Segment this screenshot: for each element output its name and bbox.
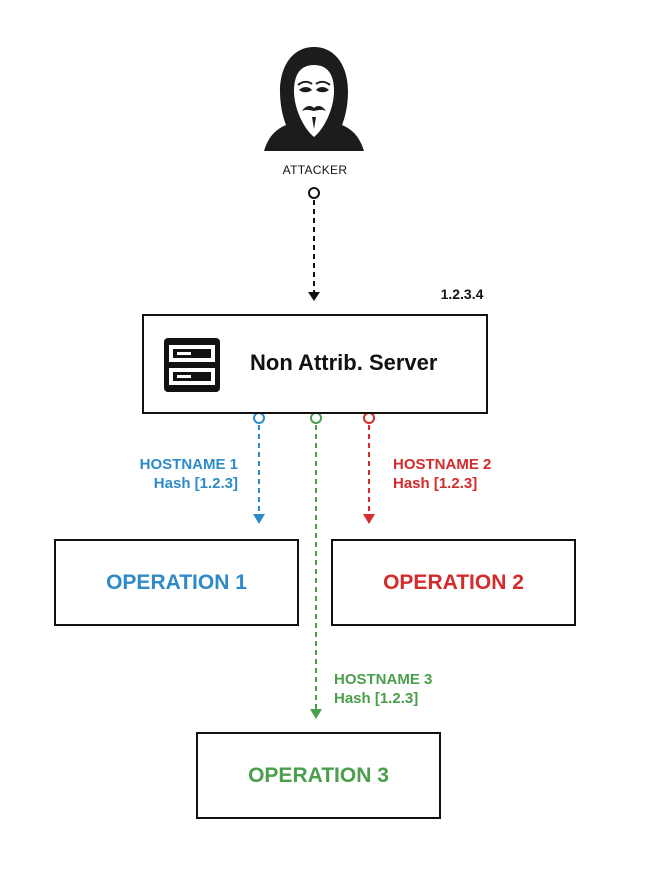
hostname-3-name: HOSTNAME 3	[334, 671, 433, 688]
operation-2-label: OPERATION 2	[383, 570, 524, 594]
operation-1-box: OPERATION 1	[54, 539, 299, 626]
attacker-label: ATTACKER	[282, 163, 348, 177]
server-label: Non Attrib. Server	[250, 350, 438, 375]
hostname-1-arrowhead	[253, 514, 265, 524]
operation-3-label: OPERATION 3	[248, 763, 389, 787]
hostname-3-hash: Hash [1.2.3]	[334, 690, 419, 707]
attacker-endpoint	[308, 187, 320, 199]
hostname-2-endpoint	[363, 412, 375, 424]
operation-2-box: OPERATION 2	[331, 539, 576, 626]
hostname-3-label: HOSTNAME 3 Hash [1.2.3]	[334, 670, 432, 708]
hostname-2-label: HOSTNAME 2 Hash [1.2.3]	[393, 455, 491, 493]
hostname-1-name: HOSTNAME 1	[139, 456, 238, 473]
attacker-arrowhead	[308, 292, 320, 301]
hostname-1-hash: Hash [1.2.3]	[153, 475, 238, 492]
hostname-3-endpoint	[310, 412, 322, 424]
hostname-1-label: HOSTNAME 1 Hash [1.2.3]	[110, 455, 238, 493]
server-rack-icon	[164, 338, 220, 392]
server-box	[142, 314, 488, 414]
server-ip-address: 1.2.3.4	[440, 286, 484, 302]
hostname-1-endpoint	[253, 412, 265, 424]
hostname-2-arrowhead	[363, 514, 375, 524]
operation-1-label: OPERATION 1	[106, 570, 247, 594]
operation-3-box: OPERATION 3	[196, 732, 441, 819]
hostname-3-arrowhead	[310, 709, 322, 719]
hostname-2-name: HOSTNAME 2	[393, 456, 492, 473]
hostname-2-hash: Hash [1.2.3]	[393, 475, 478, 492]
hooded-masked-attacker-icon	[264, 47, 364, 151]
